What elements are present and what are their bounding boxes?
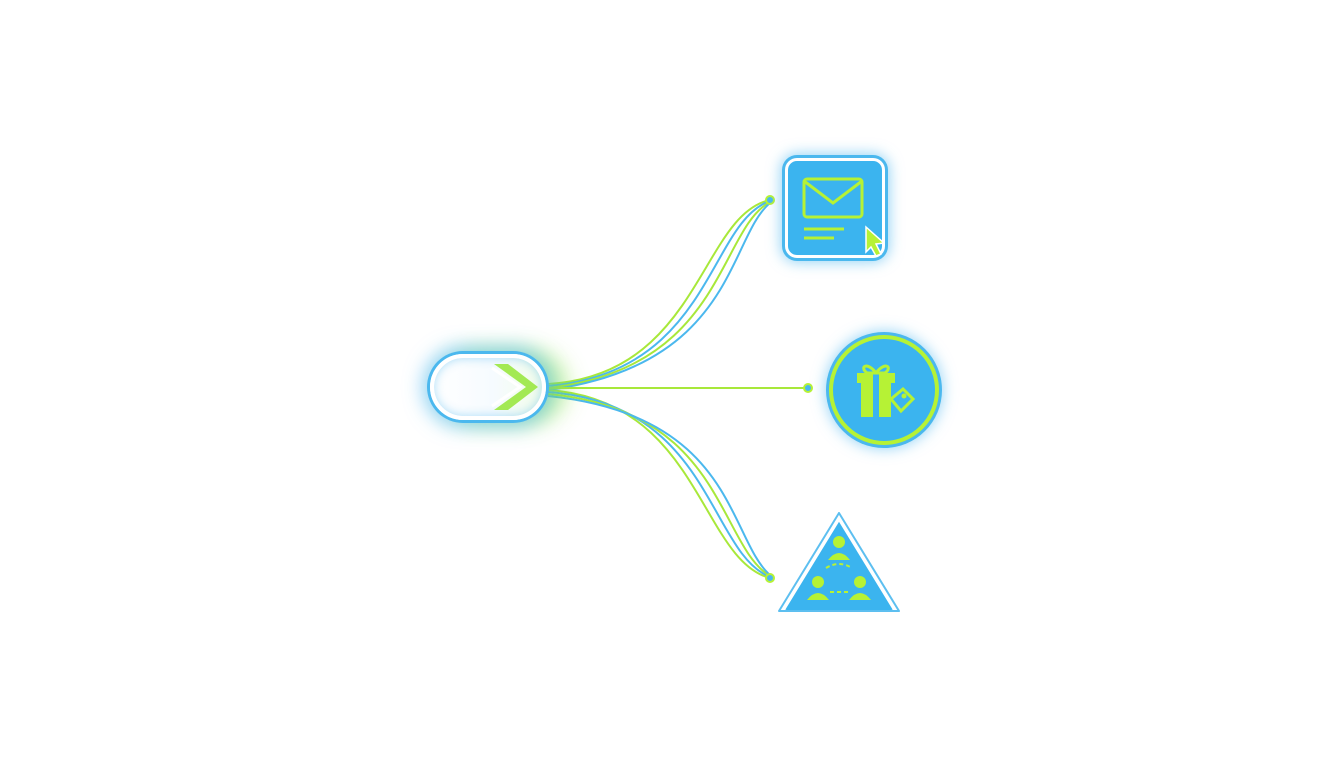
- connector-team-3: [547, 393, 771, 577]
- connector-email-2: [547, 200, 771, 387]
- connector-email-1: [547, 199, 771, 385]
- endpoint-dot-gift: [803, 383, 813, 393]
- gift-node[interactable]: [829, 335, 939, 445]
- connector-team-4: [547, 395, 771, 576]
- connector-email-4: [547, 202, 771, 391]
- chevron-right-icon: [491, 364, 538, 410]
- email-node[interactable]: [785, 158, 885, 258]
- endpoint-dot-email: [765, 195, 775, 205]
- email-click-icon: [802, 177, 882, 255]
- endpoint-dot-team: [765, 573, 775, 583]
- source-node[interactable]: [430, 354, 546, 420]
- team-node[interactable]: [778, 512, 900, 616]
- connector-email-3: [547, 201, 771, 389]
- connector-team-1: [547, 389, 771, 579]
- people-network-icon: [778, 512, 900, 614]
- gift-tag-icon: [857, 364, 916, 417]
- connector-team-2: [547, 391, 771, 578]
